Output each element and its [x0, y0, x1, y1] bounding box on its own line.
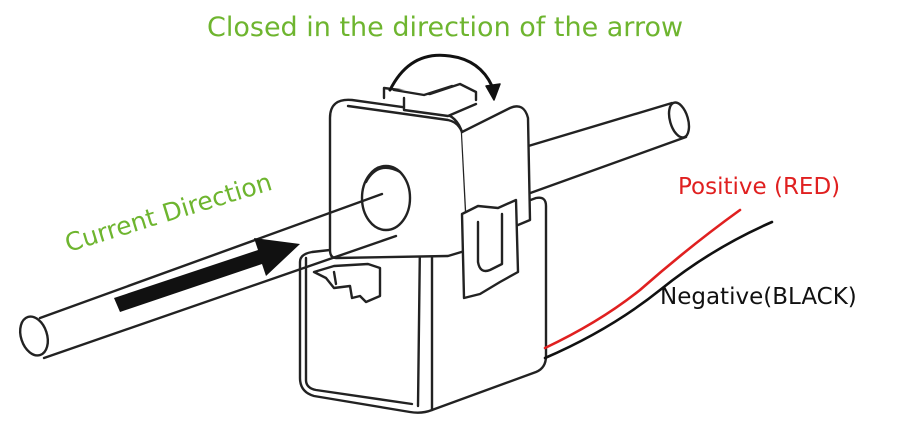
curved-rotate-arrow-icon — [388, 53, 501, 101]
title-label: Closed in the direction of the arrow — [207, 12, 684, 43]
negative-wire-label: Negative(BLACK) — [660, 284, 857, 310]
sensor-clip-top — [328, 82, 532, 260]
wires — [543, 208, 774, 360]
cable-front-segment — [18, 192, 398, 360]
positive-wire — [543, 208, 742, 350]
right-arrow-icon — [114, 238, 300, 312]
sensor-latch-left — [312, 262, 382, 304]
cable-rear-segment — [513, 101, 691, 198]
positive-wire-label: Positive (RED) — [678, 174, 841, 200]
sensor-latch-right — [460, 198, 520, 300]
negative-wire — [543, 220, 774, 360]
